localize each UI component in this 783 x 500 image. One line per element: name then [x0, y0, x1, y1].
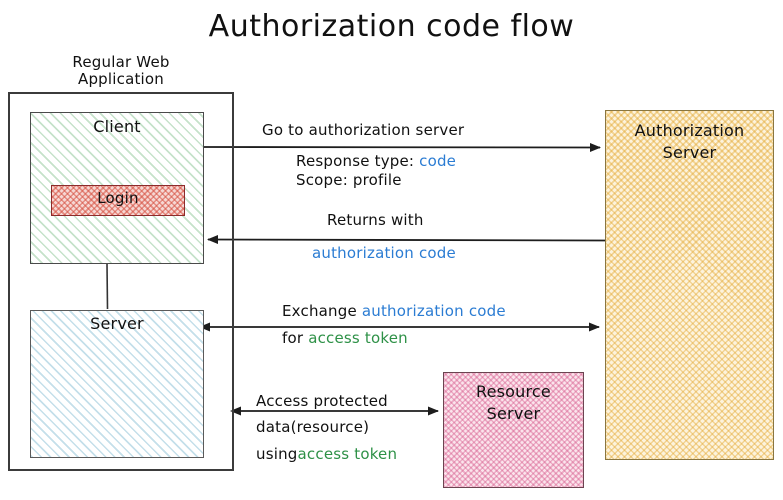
edge3-for-text: for — [282, 329, 309, 347]
edge1-scope-text: Scope: profile — [296, 170, 402, 189]
regular-web-application-box — [8, 92, 234, 471]
authorization-server-box — [605, 110, 774, 460]
resource-server-box — [443, 372, 584, 488]
edge3-access-token-token: access token — [308, 329, 408, 347]
edge4-line3: usingaccess token — [256, 446, 397, 463]
arrow-go-to-authorization-server — [202, 142, 601, 152]
server-label: Server — [90, 314, 144, 333]
edge3-line1: Exchange authorization code — [282, 303, 506, 320]
login-button-box[interactable] — [51, 185, 185, 216]
edge1-primary-label: Go to authorization server — [262, 121, 465, 139]
edge2-primary-label: Returns with — [327, 211, 424, 229]
edge1-response-type-value: code — [419, 152, 457, 170]
client-label: Client — [93, 117, 141, 136]
page-title: Authorization code flow — [208, 9, 575, 44]
edge2-authorization-code-token: authorization code — [312, 244, 456, 262]
edge4-line2: data(resource) — [256, 418, 370, 436]
edge1-response-type-text: Response type: — [296, 152, 420, 170]
server-box — [30, 310, 204, 458]
edge4-access-token-token: access token — [297, 445, 398, 463]
login-label: Login — [97, 189, 139, 207]
connector-client-server — [106, 263, 109, 310]
edge3-line2: for access token — [282, 330, 408, 347]
edge4-line1: Access protected — [256, 392, 388, 410]
edge4-using-text: using — [256, 445, 298, 463]
edge3-authorization-code-token: authorization code — [361, 302, 506, 320]
arrow-returns-with-authorization-code — [207, 235, 606, 245]
edge3-exchange-text: Exchange — [282, 302, 362, 320]
